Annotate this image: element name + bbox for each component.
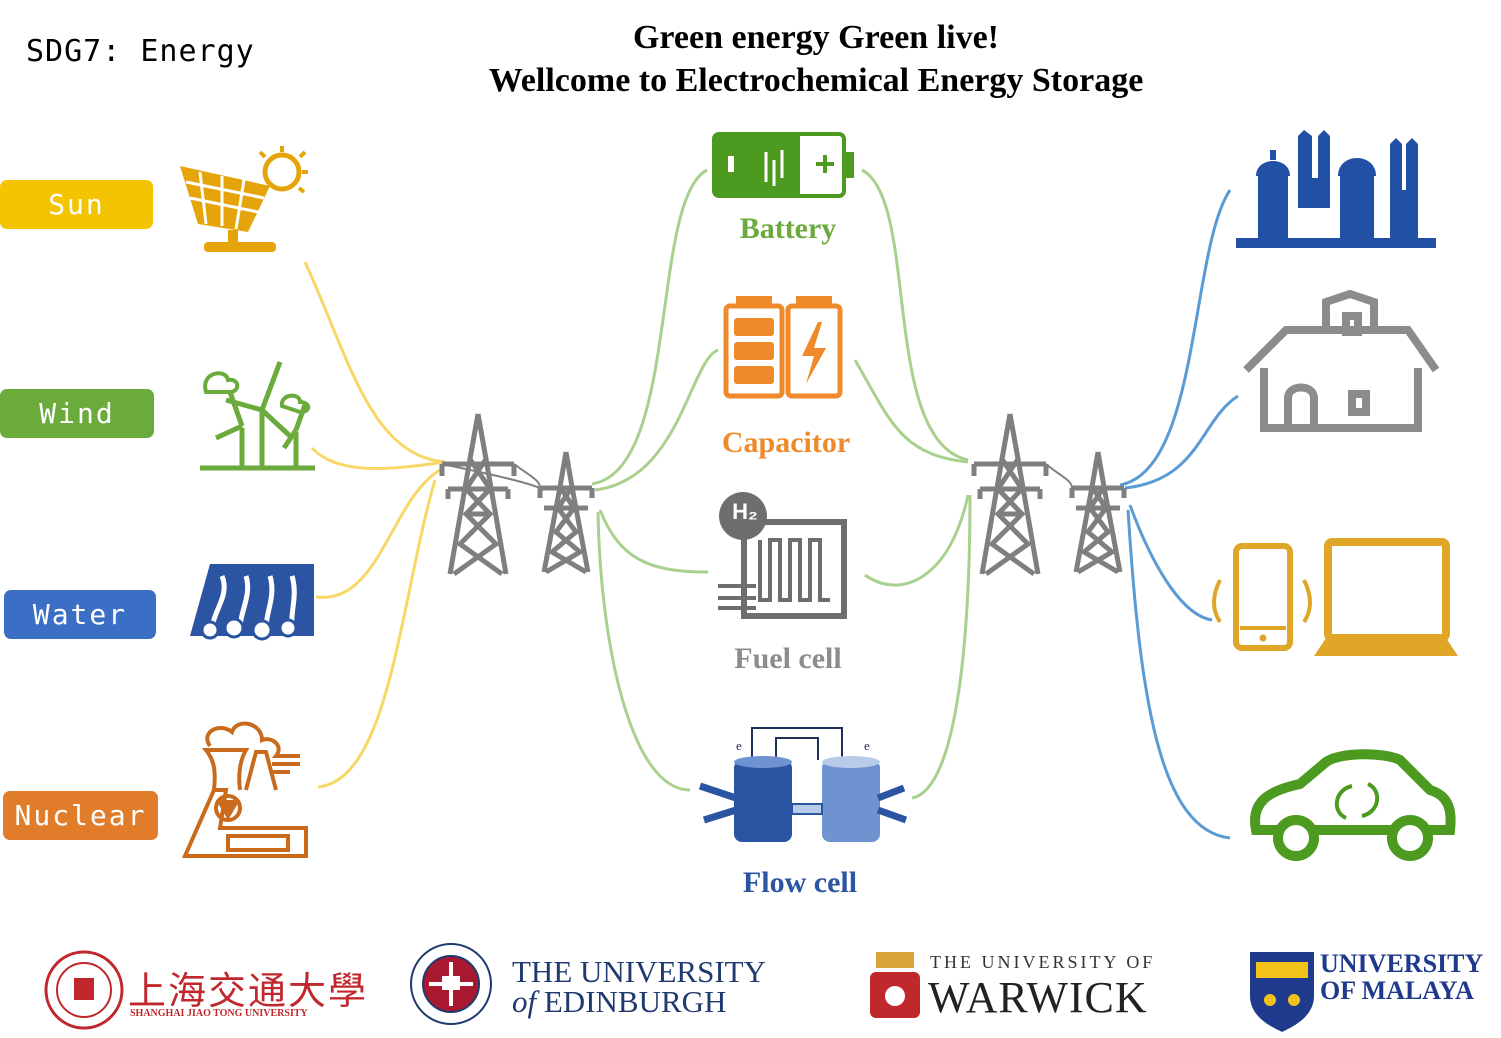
consumer-connectors: [1119, 189, 1239, 840]
connector-fuelcell-out: [864, 494, 970, 587]
wind-turbine-icon: [200, 361, 315, 471]
sjtu-logo-en: SHANGHAI JIAO TONG UNIVERSITY: [130, 1008, 308, 1019]
sjtu-logo-cn: 上海交通大學: [128, 969, 369, 1013]
warwick-logo-line1: THE UNIVERSITY OF: [930, 952, 1156, 972]
warwick-crest-icon: [870, 952, 920, 1018]
warwick-logo-line2: WARWICK: [928, 973, 1148, 1022]
hydro-dam-icon: [190, 564, 314, 641]
solar-panel-icon: [180, 146, 308, 252]
edinburgh-crest-icon: [410, 943, 492, 1025]
page-title-line1: Green energy Green live!: [632, 19, 999, 56]
tower-large-left-icon: [439, 413, 517, 577]
tower-small-right-icon: [1069, 451, 1127, 575]
connector-fuelcell-in: [598, 509, 709, 574]
electric-car-icon: [1250, 749, 1456, 861]
hydrogen-badge: H₂: [732, 499, 758, 524]
connector-capacitor-out: [853, 359, 969, 464]
battery-icon: [712, 132, 854, 198]
connector-capacitor-in: [594, 348, 719, 492]
storage-connectors: [591, 168, 972, 800]
connector-flowcell-in: [596, 511, 691, 792]
phone-laptop-icon: [1212, 538, 1458, 656]
source-connectors: [303, 261, 446, 789]
malaya-crest-icon: [1250, 952, 1314, 1032]
nuclear-plant-icon: [181, 721, 308, 858]
storage-label-battery: Battery: [739, 212, 837, 245]
connector-flowcell-out: [911, 494, 972, 800]
malaya-logo-line2: OF MALAYA: [1320, 976, 1474, 1005]
house-icon: [1243, 289, 1440, 432]
storage-label-fuel-cell: Fuel cell: [734, 642, 842, 675]
connector-water: [315, 468, 441, 599]
source-button-nuclear[interactable]: Nuclear: [3, 791, 158, 840]
storage-label-capacitor: Capacitor: [721, 426, 851, 459]
connector-nuclear: [317, 479, 437, 789]
factory-icon: [1236, 130, 1436, 248]
connector-house: [1124, 394, 1239, 490]
connector-devices: [1128, 504, 1213, 622]
transmission-towers: [439, 413, 1127, 577]
electrode-label-left: e: [736, 738, 742, 753]
page-title-line2: Wellcome to Electrochemical Energy Stora…: [488, 62, 1144, 99]
tower-large-right-icon: [971, 413, 1049, 577]
tower-small-left-icon: [537, 451, 595, 575]
edinburgh-logo-of: of: [512, 984, 537, 1019]
malaya-logo-line1: UNIVERSITY: [1320, 949, 1484, 978]
electrode-label-right: e: [864, 738, 870, 753]
capacitor-icon: [723, 296, 843, 399]
flow-cell-icon: [698, 727, 908, 842]
fuel-cell-icon: [718, 492, 847, 619]
connector-battery-out: [861, 168, 969, 462]
source-button-sun[interactable]: Sun: [0, 180, 153, 229]
sdg-label: SDG7: Energy: [26, 34, 255, 69]
connector-wind: [310, 446, 446, 471]
source-button-wind[interactable]: Wind: [0, 389, 154, 438]
edinburgh-logo-line2: EDINBURGH: [543, 984, 727, 1019]
connector-factory: [1119, 189, 1232, 487]
connector-sun: [303, 261, 446, 464]
connector-car: [1126, 509, 1231, 840]
storage-label-flow-cell: Flow cell: [742, 866, 858, 899]
source-button-water[interactable]: Water: [4, 590, 156, 639]
sjtu-seal-icon: [44, 950, 124, 1030]
edinburgh-logo-line1: THE UNIVERSITY: [512, 954, 766, 989]
connector-battery-in: [591, 168, 708, 486]
